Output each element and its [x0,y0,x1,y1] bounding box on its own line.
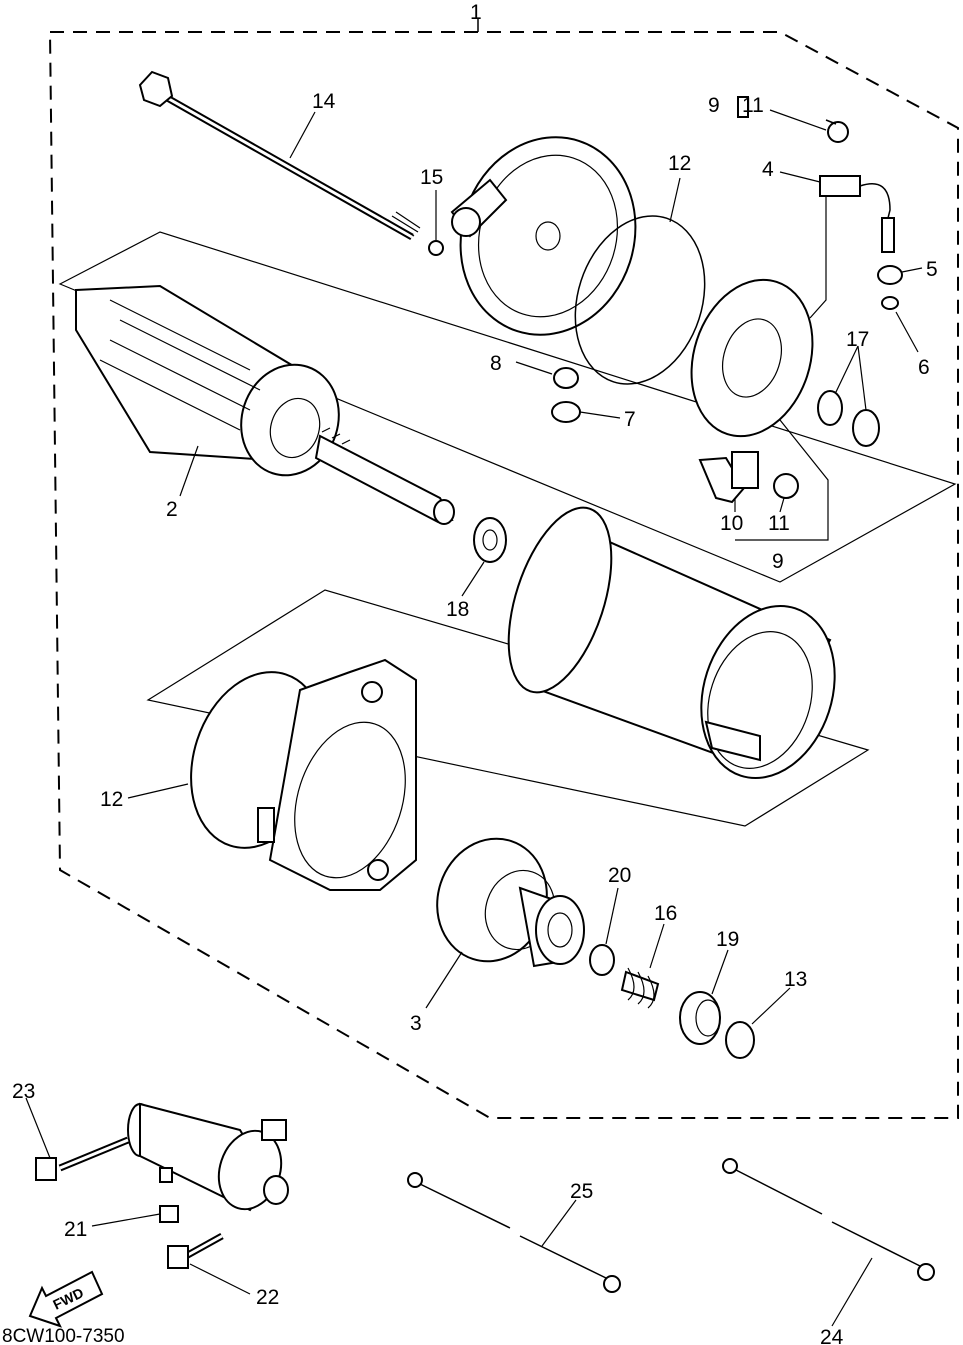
fwd-arrow-icon: FWD [28,1270,104,1328]
callout-8: 8 [490,352,502,375]
callout-25: 25 [570,1180,593,1203]
callout-1: 1 [470,1,482,24]
ring-20 [589,944,615,976]
spring-16 [620,967,660,1009]
lead-25 [407,1172,621,1293]
brush-lead-wire [809,175,895,319]
callout-3: 3 [410,1012,422,1035]
callout-10: 10 [720,512,743,535]
callout-22: 22 [256,1286,279,1309]
nut-5 [877,265,903,285]
callout-13: 13 [784,968,807,991]
nut-21 [159,1205,179,1223]
callout-16: 16 [654,902,677,925]
callout-21: 21 [64,1218,87,1241]
o-ring-15 [428,240,444,256]
callout-15: 15 [420,166,443,189]
leader-lines [25,109,923,1327]
lower-assembly-plane [146,589,870,827]
washer-17b [852,409,880,447]
through-bolt [138,70,421,241]
starter-motor-assembled [127,1102,289,1212]
washer-17a [817,390,843,426]
upper-assembly-plane [58,231,957,583]
yoke [507,506,836,779]
bolt-23 [35,1136,130,1181]
callout-18: 18 [446,598,469,621]
callout-7: 7 [624,408,636,431]
drawing-code: 8CW100-7350 [2,1326,125,1345]
o-ring-12-upper [574,215,706,385]
callout-5: 5 [926,258,938,281]
bolt-22 [167,1232,224,1269]
nut-7 [551,401,581,423]
starter-clutch [436,837,585,968]
callout-2: 2 [166,498,178,521]
callout-20: 20 [608,864,631,887]
callout-12-lower: 12 [100,788,123,811]
callout-17: 17 [846,328,869,351]
stopper-19 [679,991,721,1045]
callout-6: 6 [918,356,930,379]
callout-4: 4 [762,158,774,181]
callout-11-bottom: 11 [768,512,790,535]
brush-plate [690,278,814,438]
front-cover [190,658,417,891]
callout-11-top: 11 [742,94,764,117]
washer-18 [473,517,507,563]
assembly-boundary [48,31,959,1119]
callout-14: 14 [312,90,336,113]
callout-23: 23 [12,1080,35,1103]
brush-spring-set-top [737,96,849,143]
bushing-8 [553,367,579,389]
callout-9-top: 9 [708,94,720,117]
callout-12-upper: 12 [668,152,691,175]
callout-9-bottom: 9 [772,550,784,573]
callout-labels: 1 14 15 12 9 11 4 5 6 17 8 7 10 11 9 2 1… [12,1,938,1345]
rear-cover [450,136,637,336]
armature [75,284,455,525]
callout-24: 24 [820,1326,844,1345]
o-ring-6 [881,296,899,310]
circlip-13 [725,1021,755,1059]
brush-holder-set [698,419,829,541]
lead-24 [722,1158,935,1281]
callout-19: 19 [716,928,739,951]
